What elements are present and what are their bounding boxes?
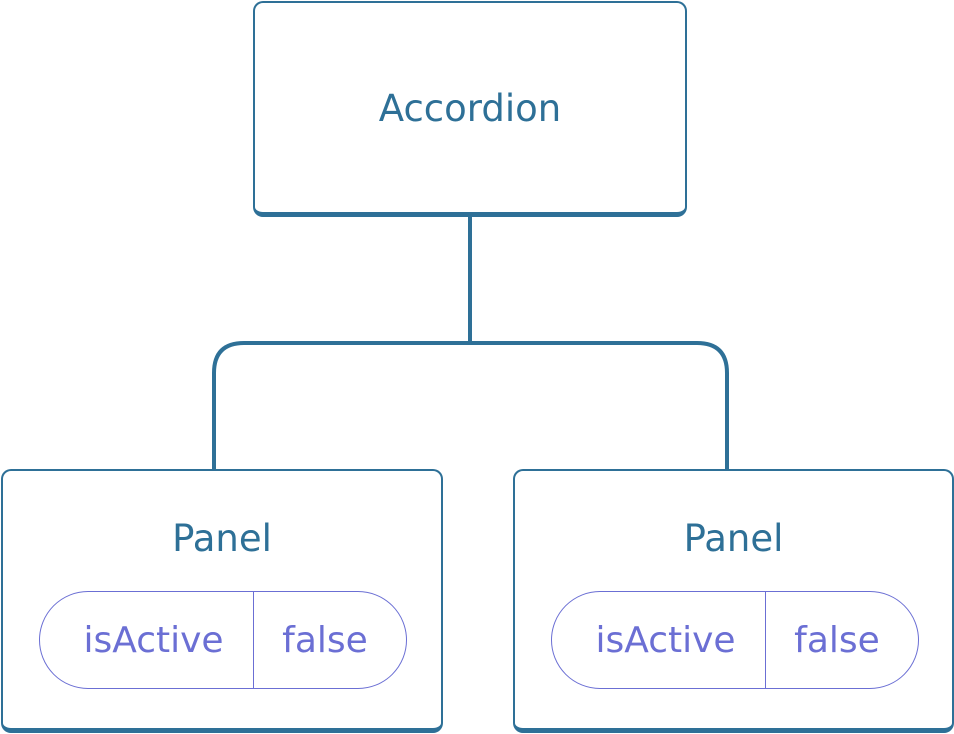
- panel-node-1: Panel isActive false: [1, 469, 443, 733]
- accordion-label: Accordion: [378, 87, 562, 130]
- state-key: isActive: [40, 592, 254, 688]
- state-value: false: [794, 619, 880, 661]
- state-value: false: [282, 619, 368, 661]
- state-pill: isActive false: [551, 591, 919, 689]
- state-key: isActive: [552, 592, 766, 688]
- panel-label: Panel: [172, 517, 272, 560]
- state-pill: isActive false: [39, 591, 407, 689]
- panel-node-2: Panel isActive false: [513, 469, 954, 733]
- accordion-node: Accordion: [253, 1, 687, 217]
- panel-label: Panel: [683, 517, 784, 560]
- branch-connector: [212, 341, 729, 470]
